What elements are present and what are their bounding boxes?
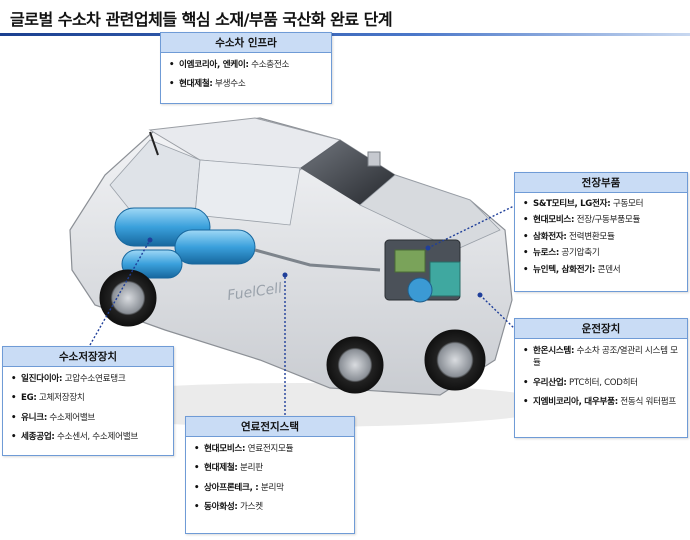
list-item: •한온시스템: 수소차 공조/열관리 시스템 모듈 [523, 346, 678, 369]
motor-unit [429, 261, 461, 297]
leader-dot [147, 237, 153, 243]
car-rear-window [194, 159, 301, 226]
leader-dot [282, 272, 288, 278]
list-item: •삼화전자: 전력변환모듈 [523, 231, 615, 242]
storage-heading: 수소저장장치 [3, 347, 173, 367]
hydrogen-tanks [114, 207, 256, 279]
electrical-box: 전장부품 •S&T모티브, LG전자: 구동모터 •현대모비스: 전장/구동부품… [514, 172, 688, 292]
list-item: •상아프론테크, : 분리막 [194, 482, 284, 493]
infra-box: 수소차 인프라 •이엠코리아, 엔케이: 수소충전소 •현대제철: 부생수소 [160, 32, 332, 104]
compressor [407, 277, 433, 303]
power-electronics [394, 249, 426, 273]
driving-box: 운전장치 •한온시스템: 수소차 공조/열관리 시스템 모듈 •우리산업: PT… [514, 318, 688, 438]
list-item: •현대모비스: 연료전지모듈 [194, 444, 294, 454]
storage-box: 수소저장장치 •일진다이아: 고압수소연료탱크 •EG: 고체저장장치 •유니크… [2, 346, 174, 456]
list-item: •우리산업: PTC히터, COD히터 [523, 377, 638, 388]
leader-dot [425, 245, 431, 251]
list-item: •현대모비스: 전장/구동부품모듈 [523, 215, 641, 226]
list-item: •EG: 고체저장장치 [11, 393, 85, 404]
title-rule [0, 33, 690, 36]
car-mirror [367, 151, 381, 167]
list-item: •S&T모티브, LG전자: 구동모터 [523, 199, 644, 209]
electrical-heading: 전장부품 [515, 173, 687, 193]
list-item: •뉴로스: 공기압축기 [523, 248, 600, 259]
fuelcell-box: 연료전지스택 •현대모비스: 연료전지모듈 •현대제철: 분리판 •상아프론테크… [185, 416, 355, 534]
hydrogen-pipe [254, 248, 381, 272]
rear-wheel [99, 269, 157, 327]
leader-storage [89, 239, 151, 346]
list-item: •이엠코리아, 엔케이: 수소충전소 [169, 60, 290, 70]
fuelcell-heading: 연료전지스택 [186, 417, 354, 437]
leader-dot [477, 292, 483, 298]
hydrogen-tank [174, 229, 256, 265]
infra-heading: 수소차 인프라 [161, 33, 331, 53]
front-wheel [424, 329, 486, 391]
car-antenna [149, 131, 159, 156]
list-item: •세종공업: 수소센서, 수소제어밸브 [11, 432, 138, 443]
car-badge: FuelCell [226, 280, 283, 304]
middle-wheel [326, 336, 384, 394]
leader-driving [479, 294, 517, 331]
list-item: •지엠비코리아, 대우부품: 전동식 워터펌프 [523, 397, 676, 408]
list-item: •뉴인텍, 삼화전기: 콘덴서 [523, 264, 621, 275]
page-title: 글로벌 수소차 관련업체들 핵심 소재/부품 국산화 완료 단계 [10, 10, 393, 29]
car-windshield [300, 140, 395, 205]
list-item: •동아화성: 가스켓 [194, 502, 263, 513]
list-item: •현대제철: 부생수소 [169, 79, 246, 90]
list-item: •일진다이아: 고압수소연료탱크 [11, 374, 126, 384]
list-item: •유니크: 수소제어밸브 [11, 412, 96, 423]
list-item: •현대제철: 분리판 [194, 463, 263, 474]
leader-electrical [427, 204, 517, 249]
driving-heading: 운전장치 [515, 319, 687, 339]
